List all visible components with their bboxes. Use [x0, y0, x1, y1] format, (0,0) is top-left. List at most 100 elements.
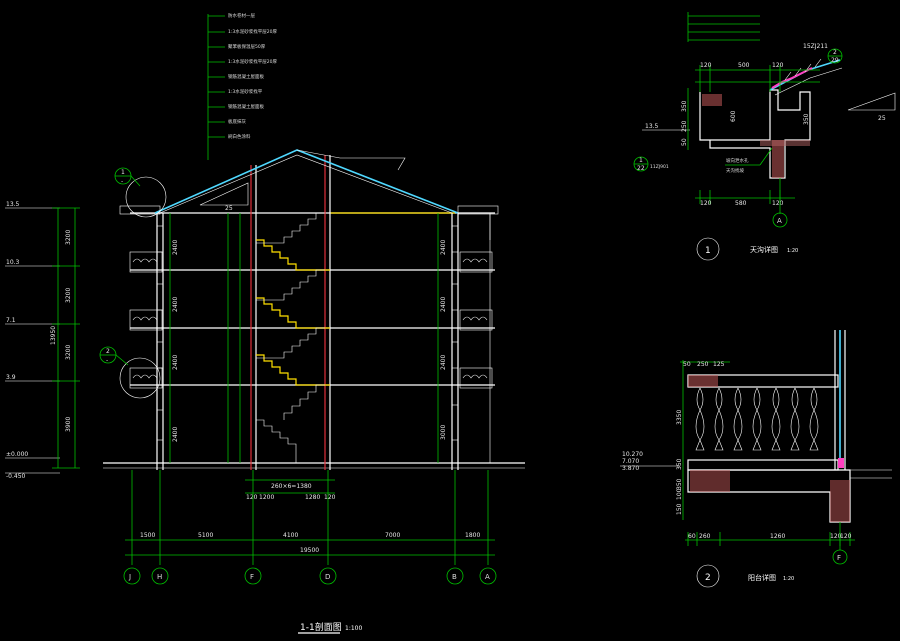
detail2-bottom-dim: 260: [699, 533, 711, 540]
bottom-dim: 5100: [198, 532, 213, 539]
balconies: [129, 251, 493, 389]
axis-label: A: [485, 573, 490, 581]
detail1-bottom-dim: 580: [735, 200, 747, 207]
detail2-level: 3.870: [622, 465, 639, 472]
detail1-axis: A: [777, 217, 782, 225]
level-label: 7.1: [6, 317, 16, 324]
detail1-ref2-sheet: 22: [637, 165, 645, 172]
dim-label: 3900: [65, 417, 72, 432]
main-title: 1-1剖面图: [300, 621, 342, 633]
detail2-top-dim: 50: [683, 361, 691, 368]
main-title-block: 1-1剖面图 1:100: [298, 621, 362, 634]
detail2-axis: F: [837, 554, 841, 562]
story-dim: 2400: [440, 297, 447, 312]
axis-label: J: [128, 573, 131, 581]
roof-note: 钢筋混凝土屋面板: [228, 73, 264, 80]
stair-dim: 1280: [305, 494, 320, 501]
detail1-top-dim: 120: [772, 62, 784, 69]
axis-label: F: [250, 573, 254, 581]
detail2-side-dim: 350: [676, 478, 683, 490]
stair-dimensions: 260×6=1380 120 1200 1280 120: [245, 479, 336, 501]
detail1-scale: 1:20: [787, 248, 798, 254]
level-label: ±0.000: [6, 451, 28, 458]
stairs: [256, 212, 330, 463]
detail1-bottom-dim: 120: [700, 200, 712, 207]
bottom-dim: 1500: [140, 532, 155, 539]
roof-note: 1:3水泥砂浆找平层20厚: [228, 58, 277, 65]
detail2-scale: 1:20: [783, 576, 794, 582]
roof-slope-label: 25: [225, 205, 233, 212]
detail1-top-dim: 120: [700, 62, 712, 69]
story-dim: 2400: [440, 355, 447, 370]
detail1-side-dim: 350: [681, 100, 688, 112]
detail2-level: 7.070: [622, 458, 639, 465]
detail1-inner-dim: 600: [730, 110, 737, 122]
detail1-title: 天沟详图: [750, 245, 778, 254]
detail2-bottom-dim: 120: [840, 533, 852, 540]
story-dim: 2400: [440, 240, 447, 255]
callout-num: 2: [106, 348, 110, 355]
stair-dim: 120: [324, 494, 336, 501]
axis-label: D: [325, 573, 330, 581]
window-openings: [156, 225, 459, 441]
roof-note: 防水卷材一层: [228, 12, 255, 19]
story-dim: 2400: [172, 427, 179, 442]
roof-note: 聚苯板保温层50厚: [228, 43, 266, 50]
dim-label: 3200: [65, 345, 72, 360]
axis-label: B: [452, 573, 457, 581]
detail1-ref2-label: 11ZJ901: [650, 164, 669, 170]
detail2-top-dim: 250: [697, 361, 709, 368]
dim-label-total: 13950: [50, 326, 57, 345]
level-label: 10.3: [6, 259, 20, 266]
bottom-dim: 1800: [465, 532, 480, 539]
story-dimensions: 2400 2400 2400 2400 2400 2400 2400 3000: [169, 213, 447, 463]
detail1-bottom-dim: 120: [772, 200, 784, 207]
detail1-level: 13.5: [645, 123, 659, 130]
balusters: [695, 387, 819, 451]
main-scale: 1:100: [345, 625, 362, 632]
roof-note: 刷白色涂料: [228, 133, 251, 140]
roof-note: 1:3水泥砂浆找平层20厚: [228, 28, 277, 35]
detail2-side-dim: 100: [676, 488, 683, 500]
detail1-top-dim: 500: [738, 62, 750, 69]
detail1-side-dim: 250: [681, 120, 688, 132]
callout-sheet: -: [106, 357, 108, 364]
detail-1-gutter: 25 13.5 120 500 120 120 580 120 350 250 …: [633, 12, 896, 261]
main-section-drawing: 25: [5, 12, 525, 634]
detail1-note: 天沟找坡: [726, 167, 744, 174]
detail2-side-dim: 3350: [676, 410, 683, 425]
detail-callouts: 1 - 2 -: [99, 167, 167, 399]
dim-label: 3200: [65, 288, 72, 303]
detail2-bottom-dim: 60: [688, 533, 696, 540]
roof: 25: [119, 149, 499, 240]
detail2-num: 2: [705, 573, 711, 583]
detail2-side-dim: 150: [676, 503, 683, 515]
level-label: 3.9: [6, 374, 16, 381]
total-dim: 19500: [300, 547, 319, 554]
detail1-note: 坡向泄水孔: [726, 157, 749, 164]
detail1-ref-num: 2: [833, 49, 837, 56]
floor-slabs: [103, 212, 525, 469]
level-label: 13.5: [6, 201, 20, 208]
story-dim: 2400: [172, 355, 179, 370]
story-dim: 3000: [440, 425, 447, 440]
story-dim: 2400: [172, 240, 179, 255]
callout-num: 1: [121, 169, 125, 176]
detail-2-balcony: 3350 350 100 350 150 50 250 125 10.270 7…: [620, 330, 892, 588]
detail1-num: 1: [705, 246, 711, 256]
roof-note: 1:3水泥砂浆找平: [228, 88, 263, 95]
stair-dim: 120: [246, 494, 258, 501]
callout-sheet: -: [121, 178, 123, 185]
axis-label: H: [157, 573, 162, 581]
stair-dim: 260×6=1380: [271, 483, 312, 490]
level-marks: 13.5 10.3 7.1 3.9 ±0.000 -0.450: [5, 201, 60, 480]
roof-note: 板底抹灰: [228, 118, 246, 125]
story-dim: 2400: [172, 297, 179, 312]
detail1-slope: 25: [878, 115, 886, 122]
detail1-ref2-num: 1: [639, 157, 643, 164]
detail2-bottom-dim: 120: [830, 533, 842, 540]
detail2-top-dim: 125: [713, 361, 725, 368]
level-label: -0.450: [6, 473, 26, 480]
detail1-ref-sheet: 29: [831, 57, 839, 64]
